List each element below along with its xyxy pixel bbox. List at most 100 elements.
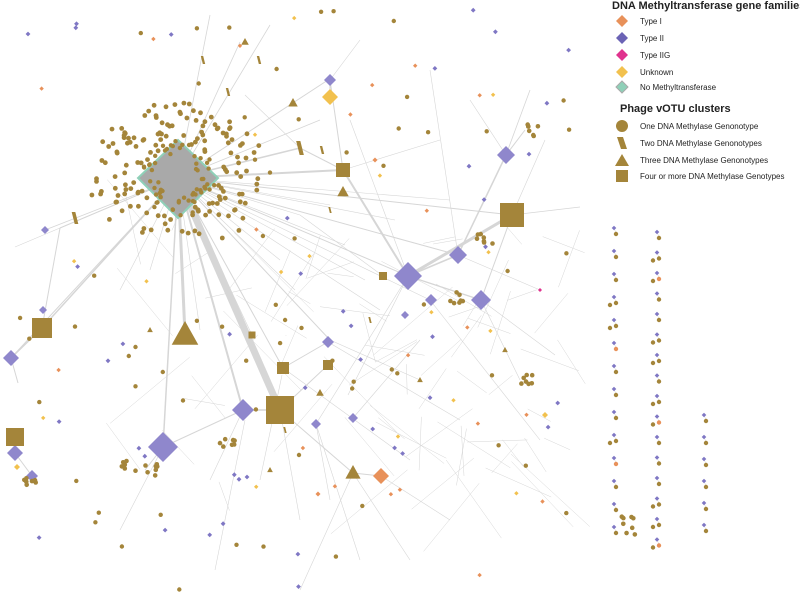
- type-i-diamond-icon: [616, 15, 628, 27]
- legend-item-no-methyltransferase: No Methyltransferase: [615, 80, 717, 94]
- network-edge: [418, 368, 447, 409]
- small-type-ii-node: [298, 271, 304, 276]
- hub-phage-node: [152, 204, 157, 210]
- hub-phage-node: [191, 108, 196, 114]
- legend-label-unknown: Unknown: [640, 68, 673, 77]
- pair-type-ii-node: [611, 386, 617, 392]
- pair-phage-node: [656, 420, 662, 425]
- small-type-ii-node: [296, 584, 301, 589]
- hub-phage-node: [149, 167, 155, 173]
- network-edge: [299, 472, 354, 591]
- pair-type-ii-node: [701, 500, 707, 506]
- network-edge: [205, 287, 252, 299]
- network-edge: [423, 236, 456, 244]
- network-edge: [365, 344, 425, 356]
- hub-phage-node: [153, 153, 158, 158]
- phage-one-genotype-node: [120, 460, 126, 465]
- phage-three-genotypes-node: [267, 467, 273, 473]
- small-unknown-node: [429, 310, 434, 315]
- methyltransferase-node: [41, 226, 49, 234]
- network-edge: [457, 154, 507, 256]
- hub-phage-node: [177, 145, 183, 151]
- phage-one-genotype-node: [489, 373, 495, 378]
- phage-one-genotype-node: [37, 399, 42, 405]
- network-edge: [123, 187, 141, 265]
- small-type-ii-node: [493, 29, 498, 35]
- small-type-ii-node: [400, 451, 405, 456]
- hub-phage-node: [170, 207, 175, 212]
- methyltransferase-node: [394, 262, 422, 290]
- network-edge: [510, 453, 590, 527]
- phage-one-genotype-node: [404, 94, 410, 100]
- hub-phage-node: [131, 135, 137, 141]
- hub-phage-node: [255, 176, 261, 182]
- small-type-i-node: [413, 63, 418, 68]
- network-edge: [378, 417, 405, 440]
- small-unknown-node: [451, 398, 456, 403]
- pair-phage-node: [703, 418, 709, 424]
- phage-four-genotypes-node: [6, 428, 24, 446]
- hub-phage-node: [192, 228, 198, 234]
- network-edge: [286, 238, 350, 306]
- hub-phage-node: [217, 197, 223, 202]
- pair-phage-node: [607, 325, 613, 331]
- phage-one-genotype-node: [273, 302, 278, 307]
- small-unknown-node: [254, 484, 259, 489]
- pair-phage-node: [656, 440, 662, 446]
- pair-phage-node: [607, 440, 613, 446]
- phage-one-genotype-node: [253, 407, 259, 412]
- pair-phage-node: [629, 525, 635, 531]
- small-type-ii-node: [358, 357, 363, 362]
- pair-type-ii-node: [654, 414, 660, 419]
- hub-phage-node: [99, 158, 105, 163]
- pair-type-ii-node: [654, 311, 660, 317]
- network-edge: [279, 325, 299, 369]
- hub-phage-node: [106, 144, 112, 149]
- hub-phage-node: [98, 191, 103, 197]
- network-edge: [344, 417, 395, 477]
- small-type-ii-node: [25, 31, 31, 37]
- hub-phage-node: [179, 228, 185, 234]
- network-edge: [480, 214, 513, 301]
- pair-type-ii-node: [654, 291, 660, 296]
- legend-item-type-i: Type I: [616, 15, 662, 27]
- pair-type-ii-node: [611, 317, 617, 323]
- hub-phage-node: [162, 148, 168, 153]
- pair-type-ii-node: [701, 478, 707, 484]
- pair-phage-node: [656, 235, 662, 241]
- small-type-ii-node: [105, 358, 111, 364]
- hub-phage-node: [202, 149, 208, 155]
- hub-phage-node: [251, 150, 257, 155]
- network-edge: [506, 289, 537, 301]
- hub-phage-node: [148, 150, 153, 155]
- phage-one-genotype-node: [72, 324, 78, 329]
- hub-phage-node: [232, 207, 238, 213]
- small-unknown-node: [488, 328, 493, 334]
- phage-one-genotype-node: [484, 129, 489, 134]
- hub-phage-node: [152, 160, 158, 166]
- phage-one-genotype-node: [143, 463, 148, 468]
- pair-phage-node: [631, 515, 636, 521]
- methyltransferase-node: [322, 336, 334, 348]
- hub-phage-node: [256, 143, 262, 149]
- small-type-ii-node: [74, 21, 79, 27]
- phage-one-genotype-node: [194, 318, 200, 323]
- small-type-ii-node: [470, 7, 476, 13]
- hub-phage-node: [158, 137, 164, 143]
- hub-phage-node: [126, 135, 131, 141]
- hub-phage-node: [202, 184, 207, 190]
- phage-one-genotype-node: [292, 236, 297, 241]
- phage-one-genotype-node: [92, 273, 97, 278]
- hub-phage-node: [225, 140, 231, 146]
- network-edge: [259, 374, 283, 481]
- hub-phage-node: [220, 130, 226, 136]
- hub-phage-node: [181, 100, 187, 106]
- hub-phage-node: [112, 185, 118, 191]
- phage-one-genotype-node: [252, 157, 258, 162]
- methyltransferase-node: [322, 89, 338, 105]
- phage-one-genotype-node: [24, 482, 30, 488]
- small-type-ii-node: [483, 244, 488, 250]
- hub-phage-node: [227, 125, 233, 131]
- network-edge: [480, 299, 521, 381]
- hub-phage-node: [242, 200, 248, 206]
